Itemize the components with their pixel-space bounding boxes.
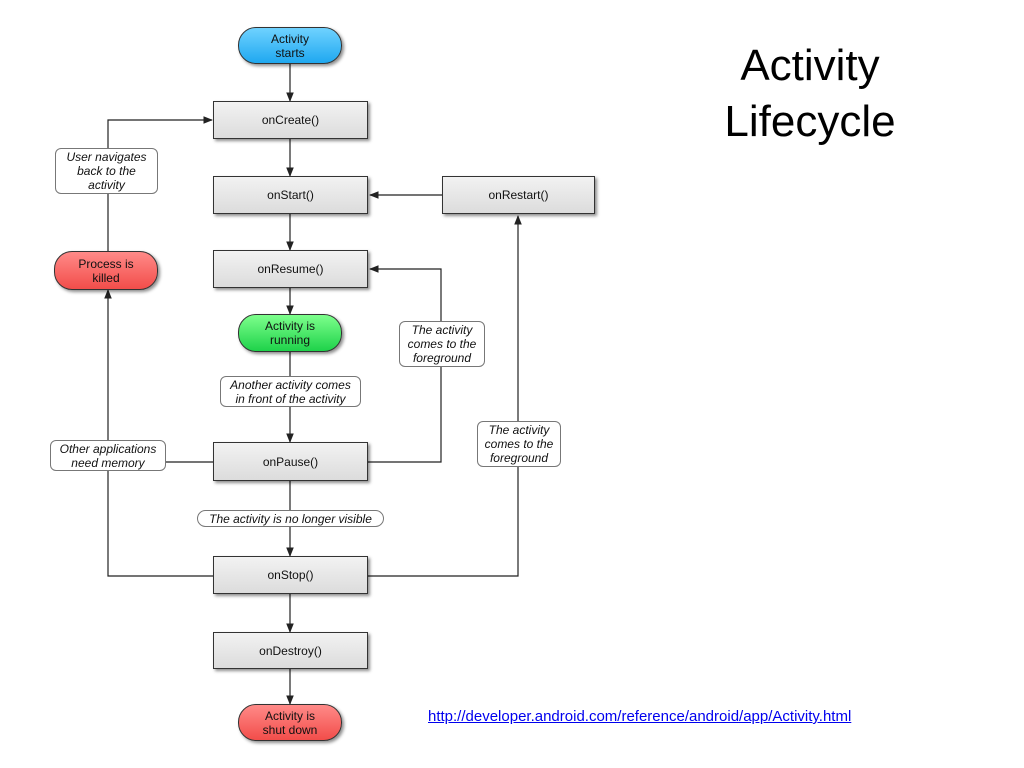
callback-ondestroy: onDestroy() [213, 632, 368, 669]
arrow-onstop-to-onrestart [368, 215, 522, 577]
state-activity-running: Activity is running [238, 314, 342, 352]
title-line-2: Lifecycle [724, 97, 896, 146]
arrow-killed-to-oncreate [107, 116, 213, 251]
callback-oncreate: onCreate() [213, 101, 368, 139]
callback-onstart: onStart() [213, 176, 368, 214]
callback-onresume: onResume() [213, 250, 368, 288]
line-onstop-to-killed [107, 462, 213, 577]
callback-onrestart: onRestart() [442, 176, 595, 214]
label-other-apps-need-memory: Other applications need memory [50, 440, 166, 471]
callback-onpause: onPause() [213, 442, 368, 481]
label-comes-to-foreground-resume: The activity comes to the foreground [399, 321, 485, 367]
label-no-longer-visible: The activity is no longer visible [197, 510, 384, 527]
title-line-1: Activity [740, 41, 880, 90]
state-activity-shut-down: Activity is shut down [238, 704, 342, 741]
arrow-onpause-to-killed [104, 289, 213, 463]
reference-link[interactable]: http://developer.android.com/reference/a… [428, 708, 852, 725]
page-title: Activity Lifecycle [690, 38, 930, 150]
label-user-navigates-back: User navigates back to the activity [55, 148, 158, 194]
state-activity-starts: Activity starts [238, 27, 342, 64]
label-another-activity-in-front: Another activity comes in front of the a… [220, 376, 361, 407]
label-comes-to-foreground-restart: The activity comes to the foreground [477, 421, 561, 467]
callback-onstop: onStop() [213, 556, 368, 594]
state-process-killed: Process is killed [54, 251, 158, 290]
